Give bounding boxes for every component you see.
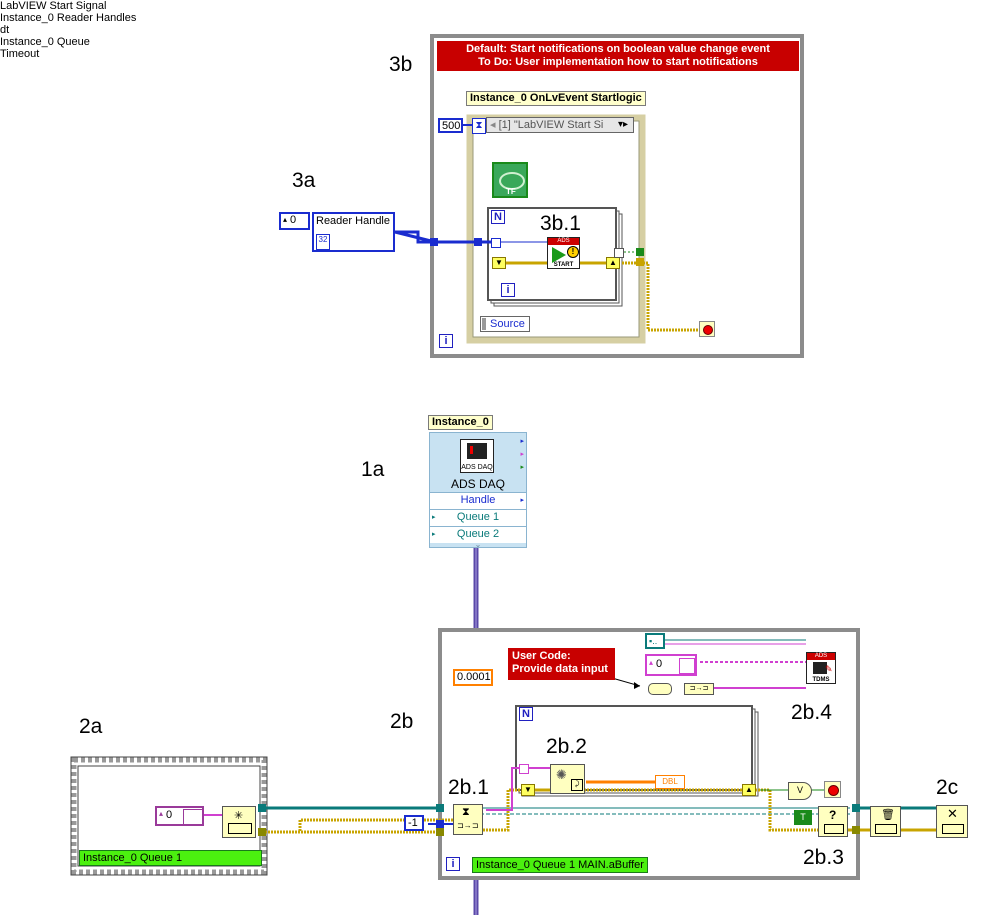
for-loop-n-terminal-3b: N — [491, 210, 505, 224]
pencil-icon: ✎ — [825, 664, 833, 674]
hourglass-icon: ⧗ — [462, 806, 470, 818]
ads-start-vi[interactable]: ADS ! START — [547, 237, 580, 269]
question-icon: ? — [829, 808, 837, 822]
warning-icon: ! — [567, 246, 579, 258]
close-icon: ✕ — [947, 806, 958, 821]
stop-terminal-3b[interactable] — [699, 321, 715, 337]
while-loop-2b — [438, 628, 860, 880]
tunnel-2b-queue-in — [436, 804, 444, 812]
queue-array-constant-2a[interactable]: ▴ 0 — [155, 806, 204, 826]
dt-label: dt — [0, 24, 10, 36]
convert-node[interactable]: ⊐→⊐ — [684, 683, 714, 695]
user-code-comment: User Code: Provide data input — [508, 648, 615, 680]
case-dropdown-icon[interactable]: ▾▸ — [617, 119, 629, 130]
callout-3a: 3a — [292, 169, 316, 192]
select-vi[interactable]: ? — [818, 806, 848, 837]
dequeue-vi[interactable]: ⧗ ⊐→⊐ — [453, 804, 483, 835]
play-icon — [552, 247, 566, 263]
callout-2b3: 2b.3 — [803, 846, 844, 869]
shift-register-right-2b: ▲ — [742, 784, 756, 796]
callout-2c: 2c — [936, 776, 959, 799]
flush-queue-vi[interactable]: 🗑 — [870, 806, 901, 837]
tunnel-bool-event — [636, 248, 644, 256]
for-loop-n-terminal-2b: N — [519, 707, 533, 721]
or-gate[interactable]: V — [788, 782, 812, 800]
expand-icon[interactable]: ⌄ — [474, 540, 482, 549]
callout-2b2: 2b.2 — [546, 735, 587, 758]
reader-handles-index[interactable]: ▴ 0 — [279, 212, 310, 230]
start-signal-label: LabVIEW Start Signal — [0, 0, 107, 12]
gear-icon: ✺ — [556, 767, 567, 782]
callout-3b: 3b — [389, 53, 413, 76]
callout-3b1: 3b.1 — [540, 212, 581, 235]
tunnel-3b-in — [491, 238, 501, 248]
dbl-indicator: DBL — [655, 775, 685, 789]
callout-2a: 2a — [79, 715, 103, 738]
event-data-source: Source — [480, 316, 530, 332]
daq-row-queue1[interactable]: ▸ Queue 1 — [430, 509, 526, 526]
sequence-frame-2a — [71, 757, 267, 875]
callout-2b1: 2b.1 — [448, 776, 489, 799]
spin-icon: ▴ — [283, 215, 288, 224]
instance-queue-label: Instance_0 Queue — [0, 36, 90, 48]
while-loop-i-terminal-3b: i — [439, 334, 453, 348]
daq-row-queue2[interactable]: ▸ Queue 2 — [430, 526, 526, 543]
callout-2b: 2b — [390, 710, 414, 733]
tunnel-2a-error — [258, 828, 266, 836]
event-loop-label: Instance_0 OnLvEvent Startlogic — [466, 91, 646, 106]
start-signal-boolean[interactable]: TF — [492, 162, 528, 198]
tunnel-2b-error-in — [436, 828, 444, 836]
tunnel-2b-timeout-in — [436, 820, 444, 828]
reader-handle-cluster[interactable]: Reader Handle 32 — [312, 212, 395, 252]
shift-register-right-3b: ▲ — [606, 257, 620, 269]
true-constant[interactable]: T — [794, 810, 812, 825]
stop-terminal-2b[interactable] — [824, 781, 841, 798]
tunnel-event-in — [474, 238, 482, 246]
buffer-label: Instance_0 Queue 1 MAIN.aBuffer — [472, 857, 648, 873]
timeout-constant[interactable]: -1 — [404, 815, 424, 831]
for-loop-i-terminal-3b: i — [501, 283, 515, 297]
dt-constant[interactable]: 0.0001 — [453, 669, 493, 686]
tunnel-bool-out — [614, 248, 624, 258]
daq-row-handle[interactable]: Handle ▸ — [430, 492, 526, 509]
build-array-node[interactable] — [648, 683, 672, 695]
tunnel-2b-pink — [519, 764, 529, 774]
shift-register-left-2b: ▼ — [521, 784, 535, 796]
while-loop-i-terminal-2b: i — [446, 857, 460, 871]
event-case-selector[interactable]: ◂ [1] "LabVIEW Start Si — [486, 117, 634, 133]
tunnel-error-event — [636, 258, 644, 266]
ads-tdms-vi[interactable]: ADS ✎ TDMS — [806, 652, 836, 684]
queue-label-2a: Instance_0 Queue 1 — [79, 850, 262, 866]
event-timeout-constant[interactable]: 500 — [438, 118, 463, 133]
obtain-queue-vi[interactable]: ✳ — [222, 806, 256, 838]
cluster-constant[interactable]: ▪.. — [645, 633, 665, 649]
tunnel-2a-queue — [258, 804, 266, 812]
tunnel-2b-queue-out — [852, 804, 860, 812]
u32-icon: 32 — [316, 234, 330, 250]
callout-2b4: 2b.4 — [791, 701, 832, 724]
ads-daq-node[interactable]: ADS DAQ ▸ ▸ ▸ ADS DAQ Handle ▸ ▸ Queue 1… — [429, 432, 527, 549]
release-queue-vi[interactable]: ✕ — [936, 805, 968, 838]
star-icon: ✳ — [234, 810, 244, 822]
hourglass-icon: ⧗ — [472, 118, 486, 134]
trash-icon: 🗑 — [881, 809, 895, 821]
daq-tag: Instance_0 — [428, 415, 493, 430]
tunnel-2b-error-out — [852, 826, 860, 834]
tunnel-while-in — [430, 238, 438, 246]
reader-handles-caption: Instance_0 Reader Handles — [0, 12, 137, 24]
timeout-label: Timeout — [0, 48, 40, 60]
callout-1a: 1a — [361, 458, 385, 481]
event-comment: Default: Start notifications on boolean … — [437, 41, 799, 71]
data-array-constant[interactable]: ▴ 0 — [645, 654, 697, 676]
shift-register-left-3b: ▼ — [492, 257, 506, 269]
while-loop-3b — [430, 34, 804, 358]
enqueue-vi[interactable]: ✺ ⤸ — [550, 764, 585, 794]
decrement-icon[interactable]: ◂ — [490, 119, 496, 131]
ads-daq-icon: ADS DAQ — [460, 439, 494, 473]
